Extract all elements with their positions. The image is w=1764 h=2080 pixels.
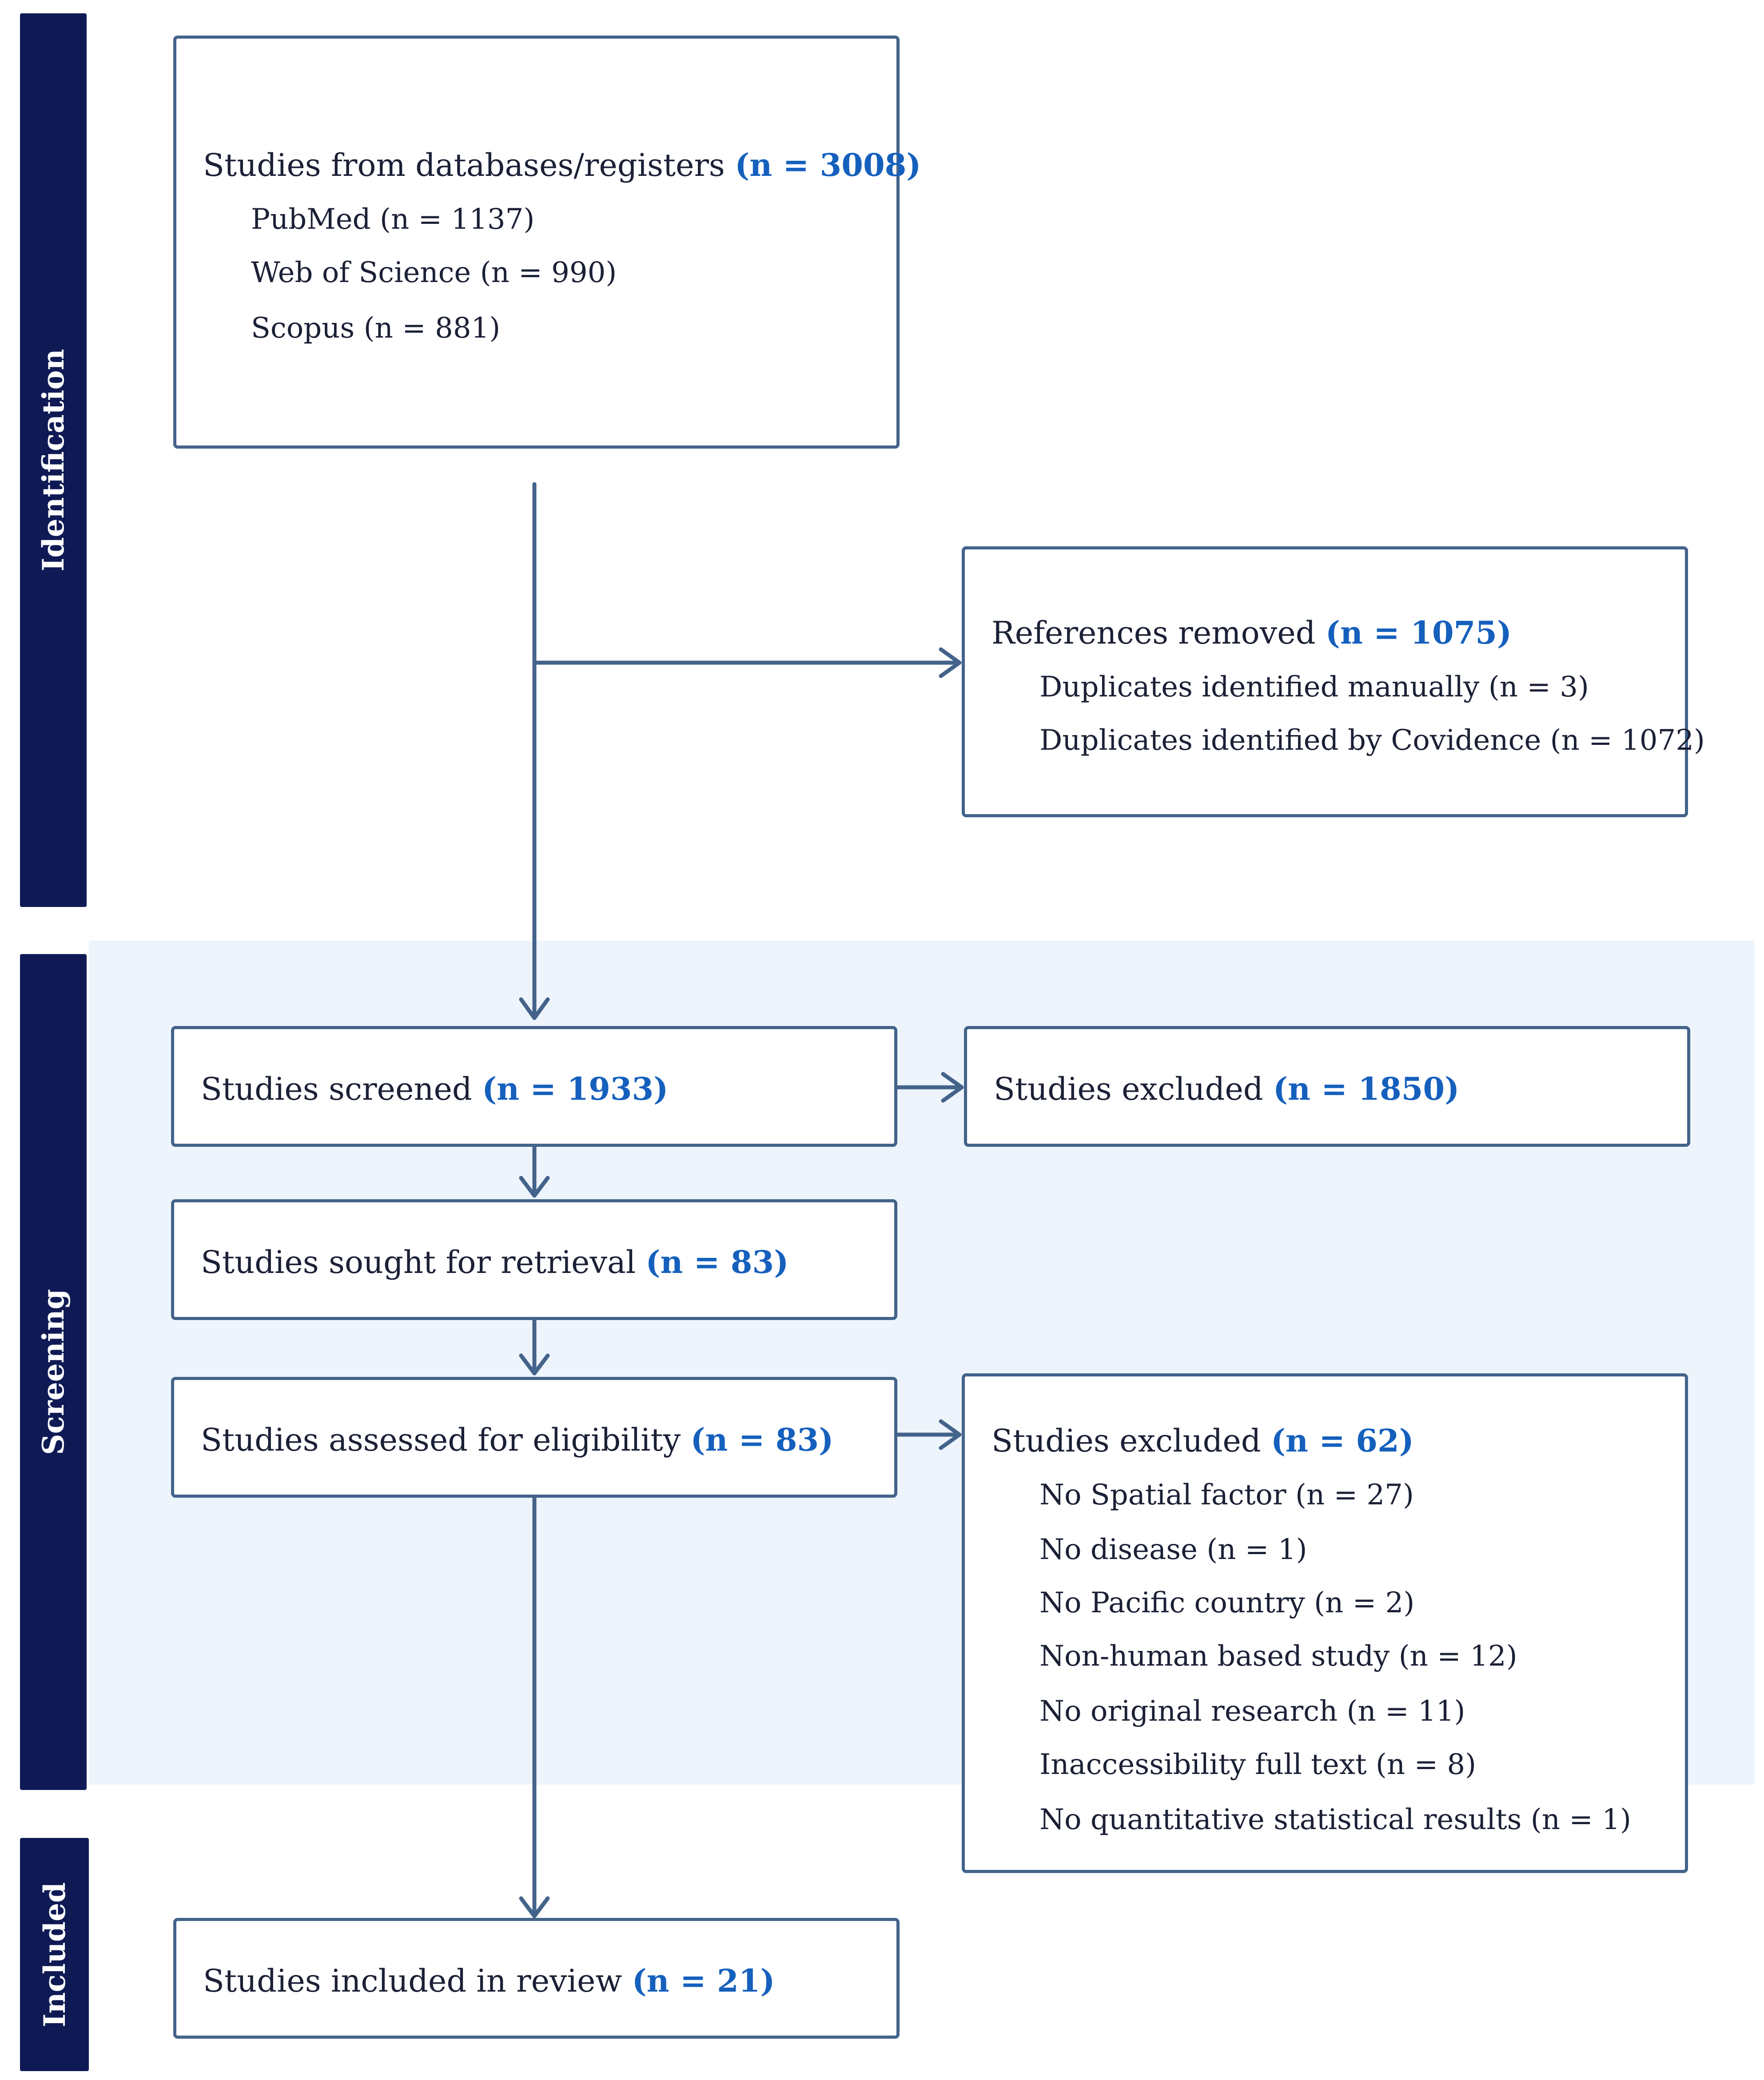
- removed-item-manual: Duplicates identified manually (n = 3): [1039, 671, 1589, 704]
- removed-count: (n = 1075): [1325, 614, 1512, 651]
- phase-included: Included: [20, 1838, 89, 2071]
- removed-box: References removed (n = 1075) Duplicates…: [962, 546, 1705, 817]
- arrowhead-excluded-screen: [941, 1072, 964, 1103]
- eligibility-count: (n = 83): [690, 1421, 834, 1458]
- reason-no-original-research: No original research (n = 11): [1039, 1695, 1465, 1728]
- reason-no-pacific-country: No Pacific country (n = 2): [1039, 1587, 1415, 1619]
- removed-item-covidence: Duplicates identified by Covidence (n = …: [1039, 724, 1705, 757]
- excluded-eligibility-box: Studies excluded (n = 62) No Spatial fac…: [962, 1373, 1688, 1873]
- excluded-eligibility-title: Studies excluded (n = 62): [992, 1422, 1414, 1459]
- reason-no-spatial-factor: No Spatial factor (n = 27): [1039, 1479, 1414, 1511]
- reason-no-disease: No disease (n = 1): [1039, 1533, 1307, 1566]
- excluded-screen-box: Studies excluded (n = 1850): [964, 1026, 1690, 1147]
- source-web-of-science: Web of Science (n = 990): [251, 256, 617, 289]
- included-count: (n = 21): [632, 1962, 775, 1999]
- arrowhead-screened: [519, 997, 550, 1020]
- screened-box: Studies screened (n = 1933): [171, 1026, 897, 1147]
- arrowhead-included: [519, 1896, 550, 1918]
- reason-non-human: Non-human based study (n = 12): [1039, 1640, 1517, 1673]
- source-scopus: Scopus (n = 881): [251, 312, 501, 345]
- reason-no-quantitative-results: No quantitative statistical results (n =…: [1039, 1803, 1631, 1836]
- arrowhead-retrieval: [519, 1176, 550, 1198]
- excluded-screen-count: (n = 1850): [1273, 1070, 1460, 1107]
- source-pubmed: PubMed (n = 1137): [251, 203, 535, 236]
- identification-count: (n = 3008): [735, 147, 921, 183]
- retrieval-count: (n = 83): [645, 1244, 789, 1281]
- retrieval-box: Studies sought for retrieval (n = 83): [171, 1199, 897, 1320]
- eligibility-box: Studies assessed for eligibility (n = 83…: [171, 1377, 897, 1498]
- identification-title: Studies from databases/registers (n = 30…: [203, 147, 921, 183]
- retrieval-title: Studies sought for retrieval (n = 83): [201, 1244, 789, 1281]
- screened-count: (n = 1933): [482, 1070, 669, 1107]
- identification-box: Studies from databases/registers (n = 30…: [173, 36, 921, 449]
- arrowhead-excluded-eligibility: [939, 1419, 962, 1450]
- phase-identification: Identification: [20, 13, 87, 907]
- reason-inaccessible-full-text: Inaccessibility full text (n = 8): [1039, 1748, 1477, 1781]
- excluded-eligibility-count: (n = 62): [1270, 1422, 1414, 1459]
- included-title: Studies included in review (n = 21): [203, 1962, 775, 1999]
- included-box: Studies included in review (n = 21): [173, 1918, 900, 2039]
- screened-title: Studies screened (n = 1933): [201, 1070, 669, 1107]
- phase-screening: Screening: [20, 954, 87, 1790]
- excluded-screen-title: Studies excluded (n = 1850): [994, 1070, 1460, 1107]
- eligibility-title: Studies assessed for eligibility (n = 83…: [201, 1421, 834, 1458]
- arrowhead-eligibility: [519, 1353, 550, 1376]
- removed-title: References removed (n = 1075): [992, 614, 1512, 651]
- arrowhead-removed: [939, 647, 962, 678]
